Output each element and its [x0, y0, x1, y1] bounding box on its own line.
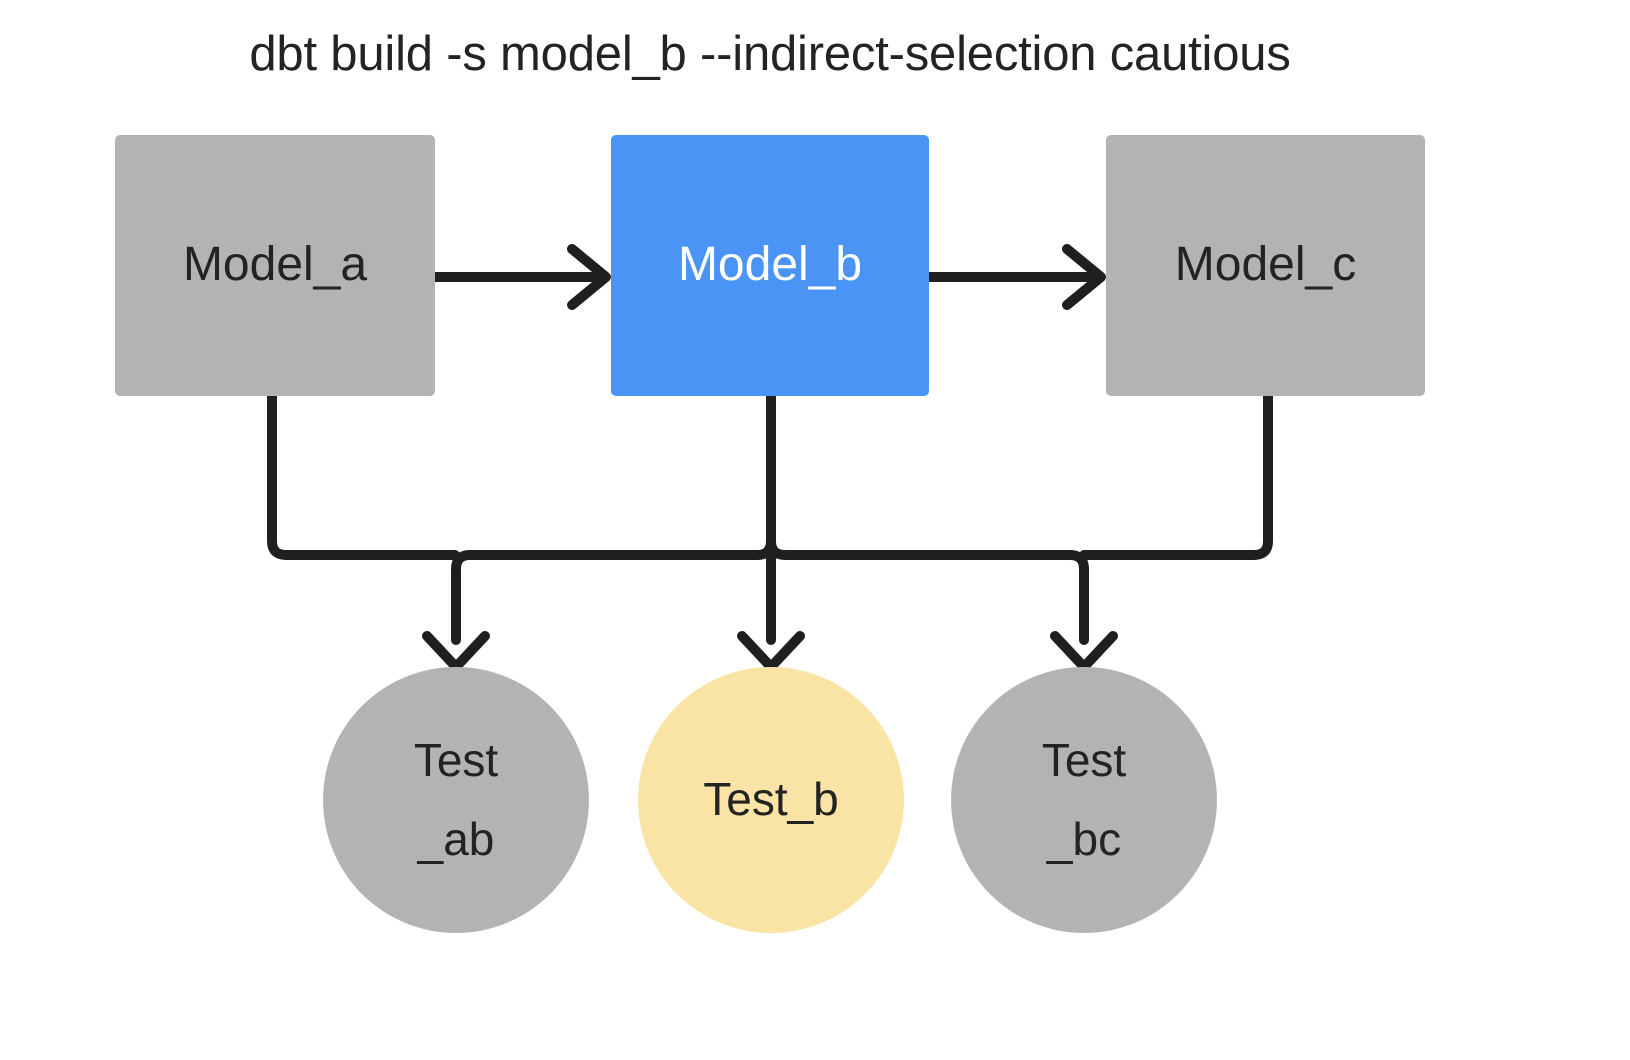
edge-model-b-to-test-ab: [451, 391, 776, 645]
edge-model-a-to-test-ab: [267, 391, 460, 560]
node-model-b[interactable]: Model_b: [611, 135, 929, 396]
edge-model-b-to-test-bc: [766, 391, 1089, 645]
node-model-b-label: Model_b: [677, 238, 863, 292]
node-test-bc-label: Test _bc: [1041, 733, 1127, 865]
node-test-b-label: Test_b: [703, 773, 839, 826]
arrowhead-to-test-ab: [422, 631, 490, 672]
node-model-a[interactable]: Model_a: [115, 135, 435, 396]
node-model-c[interactable]: Model_c: [1106, 135, 1425, 396]
node-test-bc[interactable]: Test _bc: [951, 667, 1217, 933]
diagram-title: dbt build -s model_b --indirect-selectio…: [249, 27, 1291, 81]
node-model-a-label: Model_a: [182, 238, 368, 292]
node-test-ab[interactable]: Test _ab: [323, 667, 589, 933]
arrowhead-to-test-bc: [1050, 631, 1118, 672]
node-model-c-label: Model_c: [1174, 238, 1357, 292]
node-test-b[interactable]: Test_b: [638, 667, 904, 933]
arrowhead-model-a-to-model-b: [567, 244, 611, 310]
arrowhead-model-b-to-model-c: [1062, 244, 1106, 310]
node-test-ab-label: Test _ab: [413, 733, 499, 865]
edge-model-c-to-test-bc: [1079, 391, 1273, 560]
arrowhead-to-test-b: [737, 631, 805, 672]
